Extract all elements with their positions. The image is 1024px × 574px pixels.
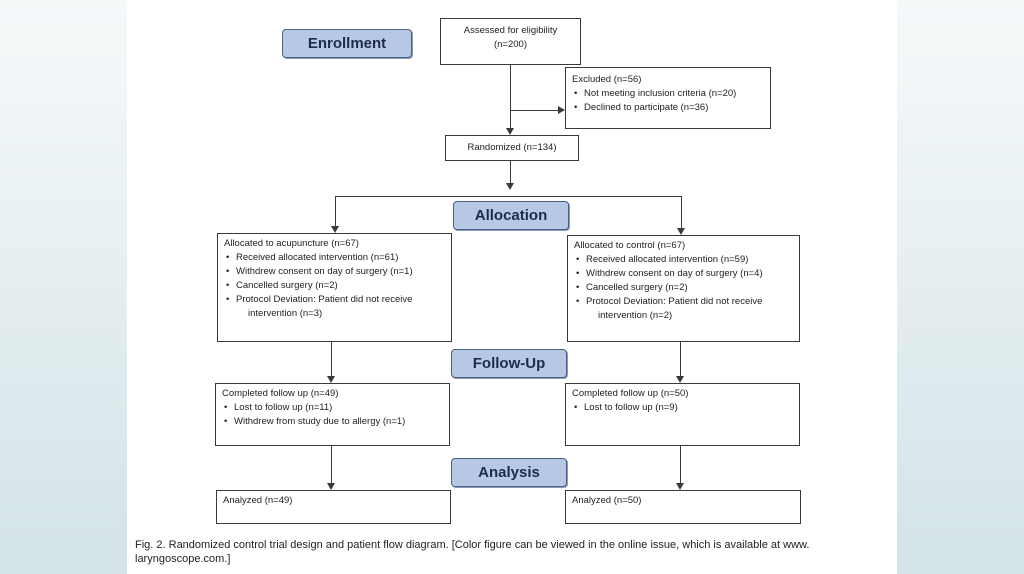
- connector-line: [335, 196, 681, 197]
- arrow-down-icon: [327, 376, 335, 383]
- randomized-box: Randomized (n=134): [445, 135, 579, 161]
- allocation-right-title: Allocated to control (n=67): [574, 240, 686, 251]
- assessed-line1: Assessed for eligibility: [463, 25, 558, 36]
- allocation-left-item: Cancelled surgery (n=2): [224, 279, 445, 293]
- stage-follow-up: Follow-Up: [451, 349, 567, 378]
- assessed-box: Assessed for eligibility (n=200): [440, 18, 581, 65]
- allocation-left-item: intervention (n=3): [248, 308, 323, 319]
- allocation-left-title: Allocated to acupuncture (n=67): [224, 238, 359, 249]
- allocation-left-item: Withdrew consent on day of surgery (n=1): [224, 265, 445, 279]
- followup-acupuncture-box: Completed follow up (n=49) Lost to follo…: [215, 383, 450, 446]
- arrow-down-icon: [331, 226, 339, 233]
- stage-analysis: Analysis: [451, 458, 567, 487]
- followup-control-box: Completed follow up (n=50) Lost to follo…: [565, 383, 800, 446]
- arrow-down-icon: [327, 483, 335, 490]
- followup-left-item: Lost to follow up (n=11): [222, 401, 443, 415]
- arrow-down-icon: [506, 128, 514, 135]
- analysis-control-box: Analyzed (n=50): [565, 490, 801, 524]
- followup-left-title: Completed follow up (n=49): [222, 388, 339, 399]
- analysis-acupuncture-box: Analyzed (n=49): [216, 490, 451, 524]
- excluded-item: Declined to participate (n=36): [572, 101, 764, 115]
- arrow-right-icon: [558, 106, 565, 114]
- connector-line: [510, 110, 558, 111]
- excluded-title: Excluded (n=56): [572, 74, 642, 85]
- stage-allocation: Allocation: [453, 201, 569, 230]
- allocation-acupuncture-box: Allocated to acupuncture (n=67) Received…: [217, 233, 452, 342]
- left-side-panel: [0, 0, 127, 574]
- allocation-right-item: Cancelled surgery (n=2): [574, 281, 793, 295]
- stage-enrollment: Enrollment: [282, 29, 412, 58]
- arrow-down-icon: [676, 483, 684, 490]
- connector-line: [680, 342, 681, 376]
- analysis-right-label: Analyzed (n=50): [572, 495, 642, 506]
- allocation-right-item: Protocol Deviation: Patient did not rece…: [574, 295, 793, 309]
- caption-line1: Fig. 2. Randomized control trial design …: [135, 539, 810, 551]
- connector-line: [335, 196, 336, 226]
- assessed-line2: (n=200): [493, 39, 527, 50]
- connector-line: [680, 446, 681, 483]
- arrow-down-icon: [676, 376, 684, 383]
- figure-caption: Fig. 2. Randomized control trial design …: [135, 538, 885, 566]
- excluded-box: Excluded (n=56) Not meeting inclusion cr…: [565, 67, 771, 129]
- followup-left-item: Withdrew from study due to allergy (n=1): [222, 415, 443, 429]
- followup-right-item: Lost to follow up (n=9): [572, 401, 793, 415]
- allocation-right-item: Received allocated intervention (n=59): [574, 253, 793, 267]
- allocation-left-item: Received allocated intervention (n=61): [224, 251, 445, 265]
- connector-line: [331, 342, 332, 376]
- right-side-panel: [897, 0, 1024, 574]
- excluded-item: Not meeting inclusion criteria (n=20): [572, 87, 764, 101]
- allocation-control-box: Allocated to control (n=67) Received all…: [567, 235, 800, 342]
- randomized-label: Randomized (n=134): [467, 142, 557, 153]
- analysis-left-label: Analyzed (n=49): [223, 495, 293, 506]
- arrow-down-icon: [677, 228, 685, 235]
- connector-line: [331, 446, 332, 483]
- arrow-down-icon: [506, 183, 514, 190]
- allocation-right-item: Withdrew consent on day of surgery (n=4): [574, 267, 793, 281]
- connector-line: [510, 161, 511, 184]
- connector-line: [510, 65, 511, 128]
- allocation-right-item: intervention (n=2): [598, 310, 673, 321]
- connector-line: [681, 196, 682, 228]
- caption-line2: laryngoscope.com.]: [135, 553, 231, 565]
- followup-right-title: Completed follow up (n=50): [572, 388, 689, 399]
- allocation-left-item: Protocol Deviation: Patient did not rece…: [224, 293, 445, 307]
